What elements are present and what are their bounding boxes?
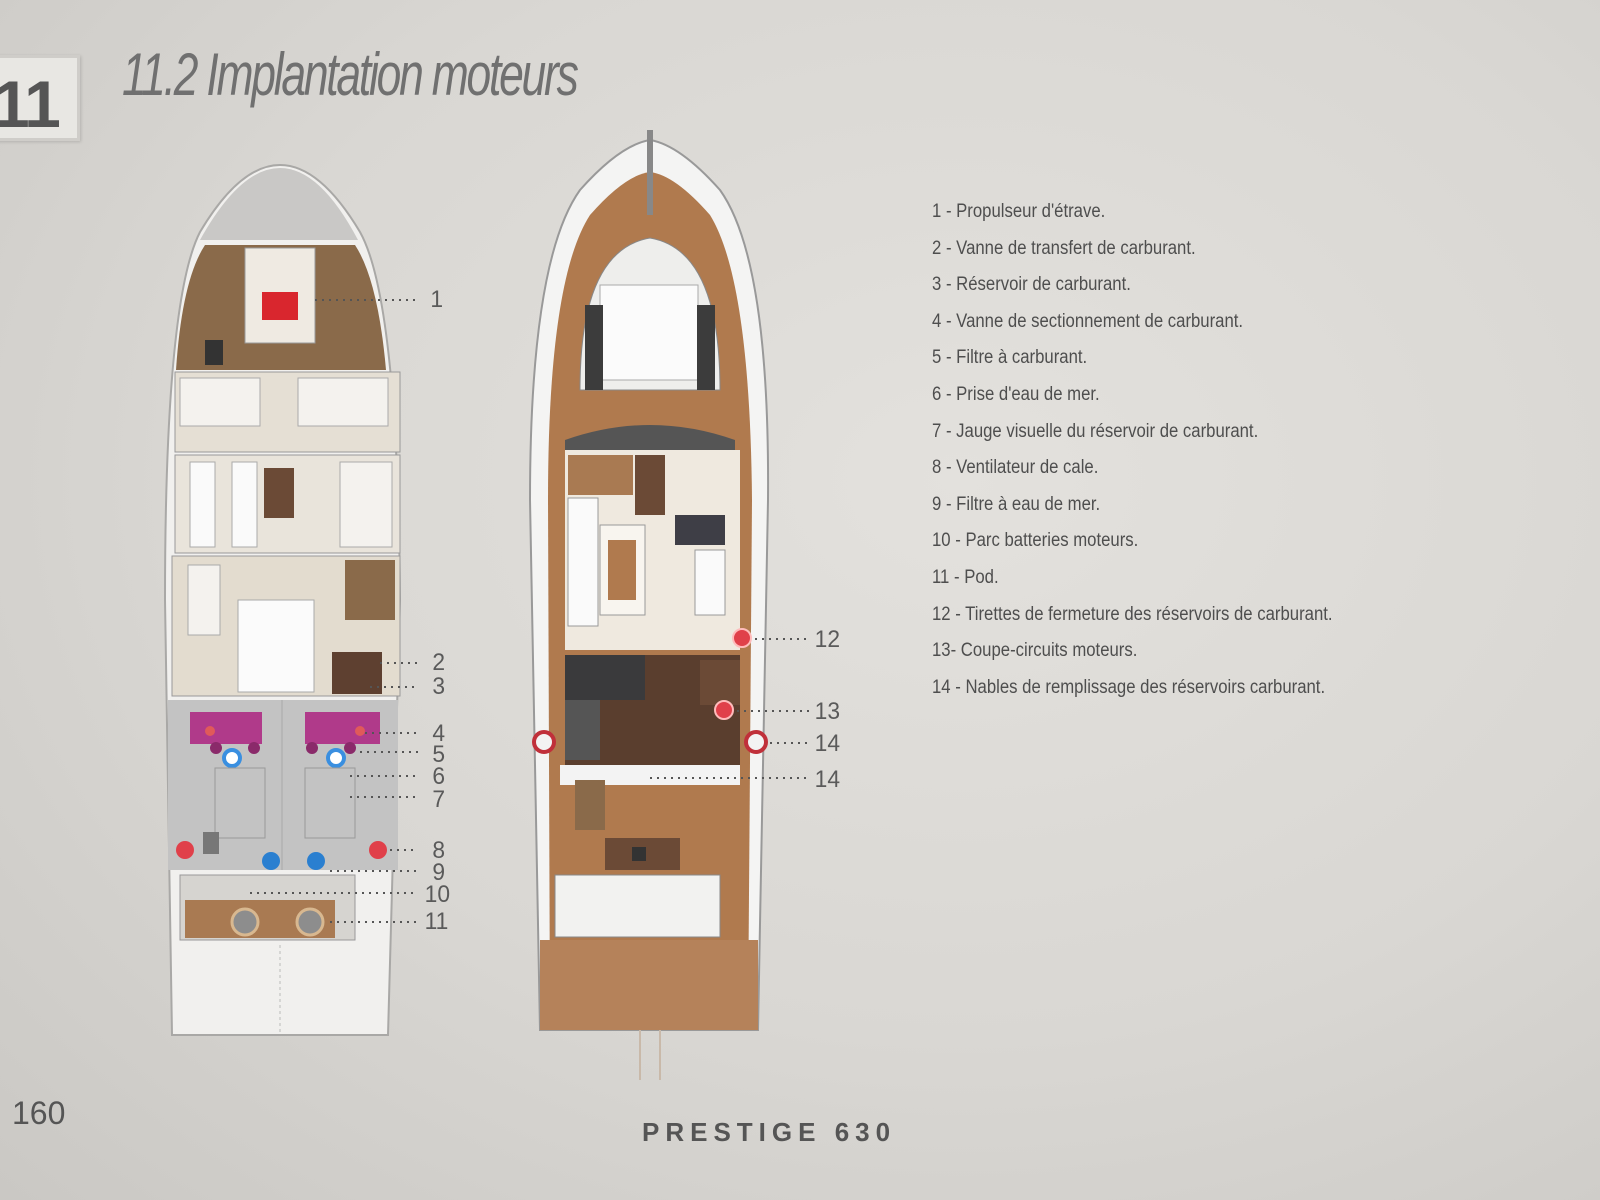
tank-shutoff-marker bbox=[732, 628, 752, 648]
legend-item: 7 - Jauge visuelle du réservoir de carbu… bbox=[932, 420, 1259, 442]
fuel-filler-marker bbox=[744, 730, 768, 754]
callout-12: 12 bbox=[814, 626, 841, 653]
page-title: 11.2 Implantation moteurs bbox=[122, 41, 579, 108]
lower-deck-plan bbox=[163, 163, 402, 1036]
callout-8: 8 bbox=[432, 837, 446, 864]
bilge-fan-marker bbox=[369, 841, 387, 859]
callout-2: 2 bbox=[432, 649, 446, 676]
bilge-fan-marker bbox=[176, 841, 194, 859]
callout-1: 1 bbox=[430, 286, 444, 313]
legend-item: 13- Coupe-circuits moteurs. bbox=[932, 640, 1138, 662]
legend-item: 5 - Filtre à carburant. bbox=[932, 347, 1088, 369]
fuel-tank-port bbox=[190, 712, 262, 744]
legend-item: 1 - Propulseur d'étrave. bbox=[932, 201, 1106, 222]
callout-11: 11 bbox=[424, 908, 449, 935]
callout-7: 7 bbox=[432, 786, 446, 813]
callout-13: 13 bbox=[814, 698, 841, 725]
legend-item: 2 - Vanne de transfert de carburant. bbox=[932, 237, 1196, 259]
engine-cutoff-marker bbox=[714, 700, 734, 720]
callout-9: 9 bbox=[432, 859, 446, 886]
callout-5: 5 bbox=[432, 741, 446, 768]
main-deck-plan bbox=[528, 130, 770, 1080]
callout-10: 10 bbox=[424, 881, 451, 908]
sea-water-intake-marker bbox=[326, 748, 346, 768]
sea-water-intake-marker bbox=[222, 748, 242, 768]
right-leader-lines bbox=[650, 638, 810, 779]
bow-thruster-marker bbox=[262, 292, 298, 320]
legend-item: 4 - Vanne de sectionnement de carburant. bbox=[932, 310, 1244, 332]
callout-14b: 14 bbox=[814, 766, 841, 793]
chapter-number: 11 bbox=[0, 67, 61, 141]
legend-item: 10 - Parc batteries moteurs. bbox=[932, 530, 1139, 552]
left-leader-lines bbox=[250, 299, 418, 923]
fuel-tank-starboard bbox=[305, 712, 380, 744]
legend-list: 1 - Propulseur d'étrave. 2 - Vanne de tr… bbox=[932, 200, 1387, 712]
callout-6: 6 bbox=[432, 763, 446, 790]
chapter-tab: 11 bbox=[0, 55, 80, 141]
page-number: 160 bbox=[12, 1095, 66, 1131]
sea-water-filter-marker bbox=[262, 852, 280, 870]
legend-item: 9 - Filtre à eau de mer. bbox=[932, 493, 1101, 515]
callout-3: 3 bbox=[432, 673, 446, 700]
callout-4: 4 bbox=[432, 720, 446, 747]
legend-item: 12 - Tirettes de fermeture des réservoir… bbox=[932, 603, 1333, 625]
legend-item: 14 - Nables de remplissage des réservoir… bbox=[932, 676, 1326, 698]
footer-model: PRESTIGE 630 bbox=[642, 1117, 897, 1147]
fuel-filler-marker bbox=[532, 730, 556, 754]
legend-item: 11 - Pod. bbox=[932, 566, 999, 588]
callout-14a: 14 bbox=[814, 730, 841, 757]
legend-item: 3 - Réservoir de carburant. bbox=[932, 274, 1131, 296]
sea-water-filter-marker bbox=[307, 852, 325, 870]
legend-item: 8 - Ventilateur de cale. bbox=[932, 457, 1099, 479]
pod-marker bbox=[295, 907, 325, 937]
pod-marker bbox=[230, 907, 260, 937]
legend-item: 6 - Prise d'eau de mer. bbox=[932, 383, 1100, 405]
